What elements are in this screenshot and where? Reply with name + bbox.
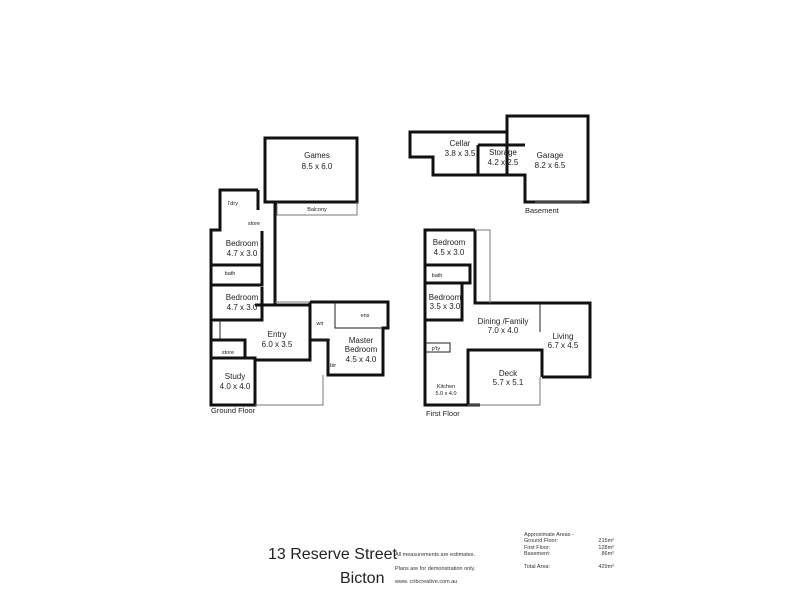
bedroom-label: Bedroom	[226, 293, 259, 302]
bedroom-size: 3.5 x 3.0	[430, 302, 461, 311]
garage-size: 8.2 x 6.5	[535, 161, 566, 170]
cellar-label: Cellar	[450, 139, 471, 148]
store-label: store	[222, 350, 234, 356]
ground-floor-plan: Games 8.5 x 6.0 Balcony Bedroom 4.7 x 3.…	[209, 136, 390, 415]
first-floor-label: First Floor	[426, 409, 460, 418]
master-label-2: Bedroom	[345, 345, 378, 354]
games-walls	[263, 136, 359, 204]
entry-size: 6.0 x 3.5	[262, 340, 293, 349]
total-value: 429m²	[598, 563, 614, 570]
bedroom-size: 4.7 x 3.0	[227, 249, 258, 258]
bath-label: bath	[432, 273, 443, 279]
pantry-label: p'ty	[432, 346, 441, 352]
wir-label: wir	[315, 321, 323, 327]
basement-label: Basement	[525, 206, 560, 215]
area-label: Ground Floor:	[524, 538, 558, 544]
garage-label: Garage	[537, 151, 564, 160]
area-label: Basement:	[524, 551, 551, 557]
bir-label: bir	[330, 363, 336, 369]
dining-label: Dining /Family	[478, 317, 529, 326]
address-street: 13 Reserve Street	[268, 546, 397, 563]
area-value: 86m²	[601, 551, 614, 557]
living-label: Living	[553, 332, 574, 341]
store-label: store	[248, 221, 260, 227]
balcony-outline	[276, 202, 358, 216]
area-label: First Floor:	[524, 544, 551, 551]
laundry-label: l'dry	[228, 201, 238, 207]
entry-label: Entry	[268, 330, 287, 339]
ens-label: ens	[361, 313, 370, 319]
first-floor-plan: Bedroom 4.5 x 3.0 bath Bedroom 3.5 x 3.0…	[423, 228, 592, 418]
area-row: Basement: 86m²	[524, 551, 614, 558]
total-label: Total Area:	[524, 563, 550, 570]
living-size: 6.7 x 4.5	[548, 341, 579, 350]
corridor-wall	[273, 201, 277, 305]
storage-size: 4.2 x 2.5	[488, 158, 519, 167]
bath-label: bath	[225, 271, 236, 277]
area-total-row: Total Area: 429m²	[524, 564, 614, 571]
bedroom-size: 4.7 x 3.0	[227, 303, 258, 312]
dining-size: 7.0 x 4.0	[488, 326, 519, 335]
balcony-label: Balcony	[307, 207, 327, 213]
bedroom-label: Bedroom	[433, 238, 466, 247]
master-size: 4.5 x 4.0	[346, 355, 377, 364]
kitchen-label: Kitchen	[437, 384, 455, 390]
study-size: 4.0 x 4.0	[220, 382, 251, 391]
area-row: Ground Floor: 215m²	[524, 538, 614, 545]
bedroom-label: Bedroom	[429, 293, 462, 302]
kitchen-size: 5.0 x 4.0	[435, 391, 456, 397]
ground-floor-label: Ground Floor	[211, 406, 256, 415]
areas-table: Approximate Areas - Ground Floor: 215m² F…	[524, 532, 614, 570]
area-value: 215m²	[598, 538, 614, 544]
note-estimates: All measurements are estimates.	[395, 552, 476, 558]
storage-label: Storage	[489, 148, 518, 157]
bedroom-size: 4.5 x 3.0	[434, 248, 465, 257]
area-row: First Floor: 128m²	[524, 545, 614, 552]
master-label: Master	[349, 336, 374, 345]
address-suburb: Bicton	[340, 570, 385, 587]
study-label: Study	[225, 372, 245, 381]
areas-heading: Approximate Areas -	[524, 532, 574, 538]
area-value: 128m²	[598, 544, 614, 551]
deck-size: 5.7 x 5.1	[493, 378, 524, 387]
basement-plan: Cellar 3.8 x 3.5 Storage 4.2 x 2.5 Garag…	[408, 114, 590, 215]
bedroom-label: Bedroom	[226, 239, 259, 248]
note-website: www. cribcreative.com.au	[395, 579, 458, 585]
deck-label: Deck	[499, 369, 518, 378]
cellar-size: 3.8 x 3.5	[445, 149, 476, 158]
games-label: Games	[304, 151, 330, 160]
note-demo: Plans are for demonstration only.	[395, 566, 476, 572]
games-size: 8.5 x 6.0	[302, 162, 333, 171]
